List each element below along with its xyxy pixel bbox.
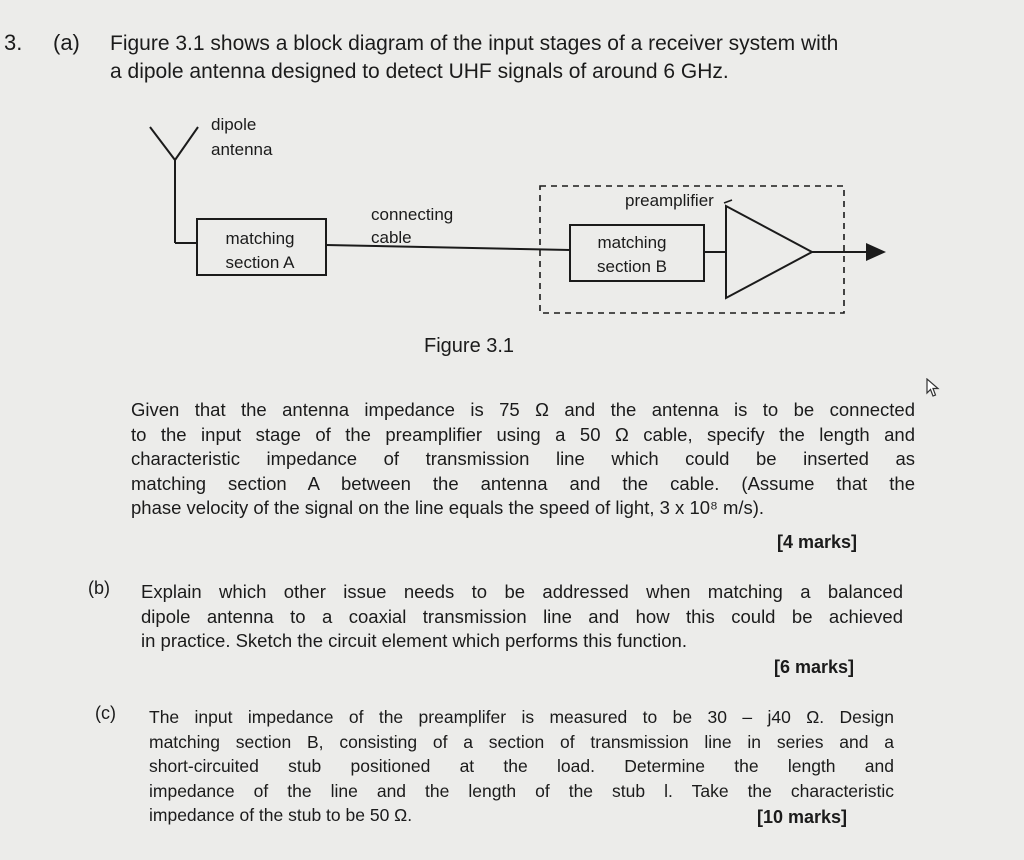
body-line: phase velocity of the signal on the line… [131,497,765,518]
body-line: in practice. Sketch the circuit element … [141,630,687,651]
part-a-intro: Figure 3.1 shows a block diagram of the … [110,30,990,86]
part-c-body: The input impedance of the preamplifer i… [149,705,894,828]
preamplifier-boundary [539,185,845,314]
part-a-marks: [4 marks] [777,532,858,552]
preamplifier-pointer [723,199,733,204]
part-c-marks: [10 marks] [757,807,848,827]
body-line: Given that the antenna impedance is 75 Ω… [131,399,915,420]
matching-a-line2: section A [226,253,296,272]
output-arrow-icon [866,243,886,261]
body-line: characteristic impedance of transmission… [131,448,915,469]
preamplifier-label: preamplifier [625,191,714,210]
body-line: impedance of the stub to be 50 Ω. [149,805,413,825]
antenna-label-line2: antenna [211,140,273,159]
matching-b-line2: section B [597,257,667,276]
matching-section-a-box [196,218,327,276]
dipole-antenna-icon [149,126,199,244]
part-c-label: (c) [95,703,116,723]
mouse-pointer-icon [926,378,940,397]
body-line: dipole antenna to a coaxial transmission… [141,605,903,627]
part-a-body: Given that the antenna impedance is 75 Ω… [131,398,915,521]
intro-line: Figure 3.1 shows a block diagram of the … [110,32,839,55]
intro-line: a dipole antenna designed to detect UHF … [110,60,729,83]
body-line: The input impedance of the preamplifer i… [149,707,894,727]
part-b-marks: [6 marks] [774,657,855,677]
question-number: 3. [4,30,23,55]
block-diagram: dipole antenna matching section A connec… [149,115,886,357]
part-b-label: (b) [88,578,110,598]
body-line: Explain which other issue needs to be ad… [141,581,903,602]
part-b-body: Explain which other issue needs to be ad… [141,580,903,654]
figure-caption: Figure 3.1 [424,335,514,357]
body-line: short-circuited stub positioned at the l… [149,756,894,776]
matching-a-line1: matching [226,229,295,248]
body-line: to the input stage of the preamplifier u… [131,423,915,445]
matching-b-line1: matching [598,233,667,252]
body-line: impedance of the line and the length of … [149,780,894,801]
body-line: matching section A between the antenna a… [131,472,915,494]
connecting-cable-line [325,244,571,251]
body-line: matching section B, consisting of a sect… [149,731,894,752]
cable-label-line2: cable [371,228,412,247]
antenna-label-line1: dipole [211,115,256,134]
cable-label-line1: connecting [371,205,453,224]
amplifier-triangle-icon [725,204,815,300]
part-a-label: (a) [53,30,80,55]
